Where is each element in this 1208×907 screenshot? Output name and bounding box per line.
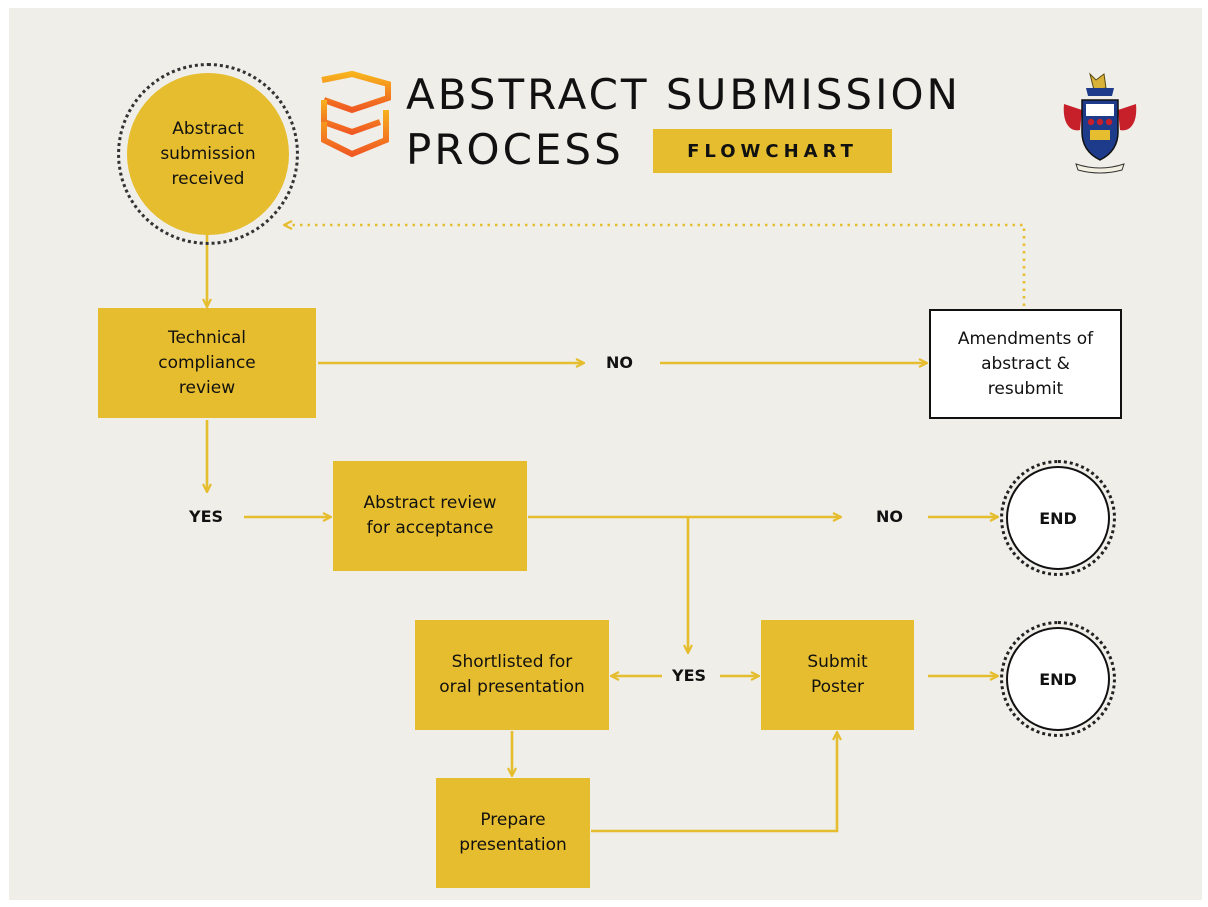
prepare-presentation-box: Prepare presentation [436, 778, 590, 888]
stacked-chevrons-logo-icon [321, 70, 391, 158]
start-node: Abstract submission received [127, 73, 289, 235]
start-node-label: Abstract submission received [160, 118, 256, 189]
submit-poster-label: Submit Poster [807, 652, 868, 697]
decision-label-no-acceptance: NO [876, 507, 903, 526]
shortlisted-label: Shortlisted for oral presentation [439, 652, 585, 697]
arrow-amendments-feedback [285, 225, 1026, 306]
abstract-review-label: Abstract review for acceptance [363, 493, 497, 538]
end-node-bottom: END [1006, 627, 1110, 731]
end-node-top-ring [1000, 460, 1116, 576]
abstract-review-box: Abstract review for acceptance [333, 461, 527, 571]
page-title-line1: ABSTRACT SUBMISSION [406, 70, 961, 119]
coat-of-arms-crest-icon [1063, 72, 1137, 174]
end-node-top: END [1006, 466, 1110, 570]
decision-label-yes-acceptance: YES [672, 666, 707, 685]
start-node-ring [117, 63, 299, 245]
flowchart-tag: FLOWCHART [653, 129, 892, 173]
prepare-presentation-label: Prepare presentation [459, 810, 567, 855]
end-node-bottom-label: END [1039, 669, 1077, 689]
arrow-prepare-to-submit-poster [591, 733, 837, 833]
end-node-bottom-ring [1000, 621, 1116, 737]
amendments-label: Amendments of abstract & resubmit [957, 328, 1094, 399]
submit-poster-box: Submit Poster [761, 620, 914, 730]
decision-label-no-technical: NO [606, 353, 633, 372]
end-node-top-label: END [1039, 508, 1077, 528]
shortlisted-box: Shortlisted for oral presentation [415, 620, 609, 730]
technical-review-box: Technical compliance review [98, 308, 316, 418]
decision-label-yes-technical: YES [189, 507, 224, 526]
technical-review-label: Technical compliance review [158, 327, 256, 398]
page-title-line2: PROCESS [406, 125, 624, 174]
amendments-box: Amendments of abstract & resubmit [929, 309, 1122, 419]
